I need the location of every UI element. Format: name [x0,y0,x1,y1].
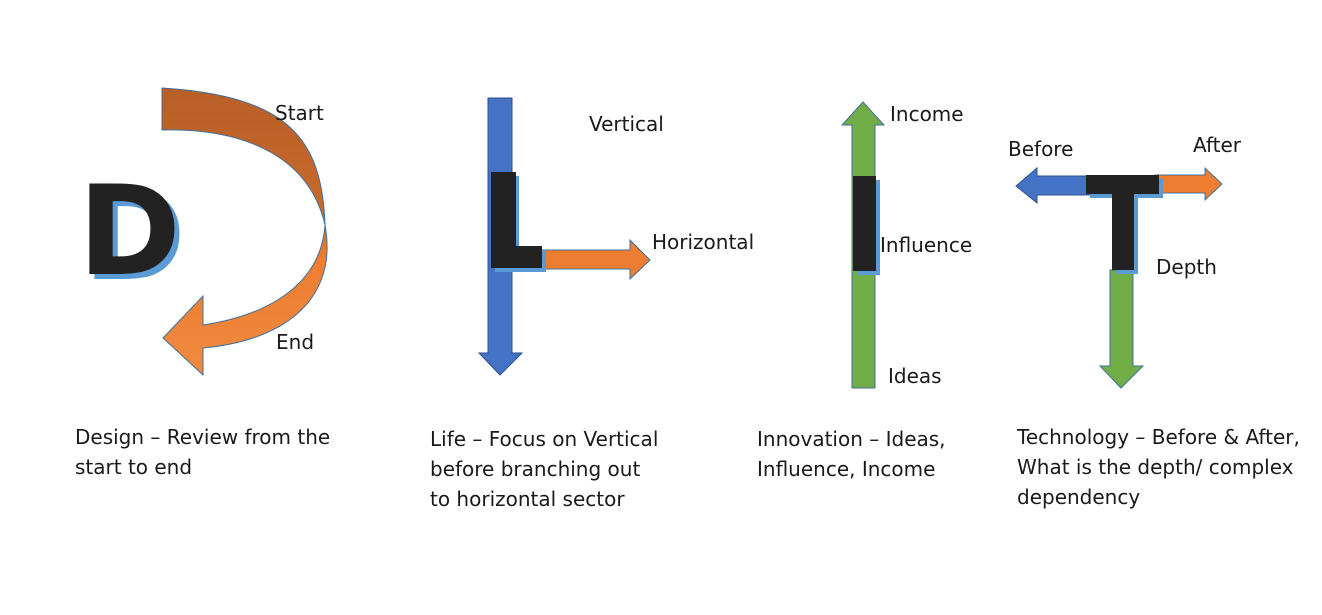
caption-line: What is the depth/ complex [1017,455,1294,479]
technology-panel: Before After Depth [1008,133,1242,389]
caption-line: Innovation – Ideas, [757,427,946,451]
label-influence: Influence [880,233,972,257]
horizontal-arrow [537,238,651,281]
caption-line: Influence, Income [757,457,936,481]
design-caption: Design – Review from the start to end [75,422,330,482]
label-after: After [1193,133,1242,157]
technology-caption: Technology – Before & After, What is the… [1017,422,1300,512]
label-end: End [276,330,314,354]
label-ideas: Ideas [888,364,942,388]
caption-line: start to end [75,455,193,479]
innovation-caption: Innovation – Ideas, Influence, Income [757,424,946,484]
caption-line: before branching out [430,457,641,481]
life-panel: Vertical Horizontal [477,97,754,376]
caption-line: Technology – Before & After, [1017,425,1300,449]
label-start: Start [275,101,324,125]
label-horizontal: Horizontal [652,230,754,254]
design-letter: D [78,160,181,304]
down-arrow [1098,269,1145,389]
curved-arrow [161,87,328,377]
caption-line: Life – Focus on Vertical [430,427,659,451]
right-arrow [1154,166,1223,202]
label-vertical: Vertical [589,112,664,136]
label-income: Income [890,102,964,126]
caption-line: to horizontal sector [430,487,625,511]
caption-line: dependency [1017,485,1141,509]
caption-line: Design – Review from the [75,425,331,449]
innovation-letter [853,176,876,271]
label-depth: Depth [1156,255,1217,279]
innovation-panel: Income Influence Ideas [840,101,972,389]
technology-letter [1086,175,1159,270]
label-before: Before [1008,137,1073,161]
design-letter-shadow: D [83,165,186,309]
life-caption: Life – Focus on Vertical before branchin… [430,424,658,514]
design-panel: D D Start End [78,87,328,377]
left-arrow [1015,166,1091,205]
life-letter [491,172,542,268]
